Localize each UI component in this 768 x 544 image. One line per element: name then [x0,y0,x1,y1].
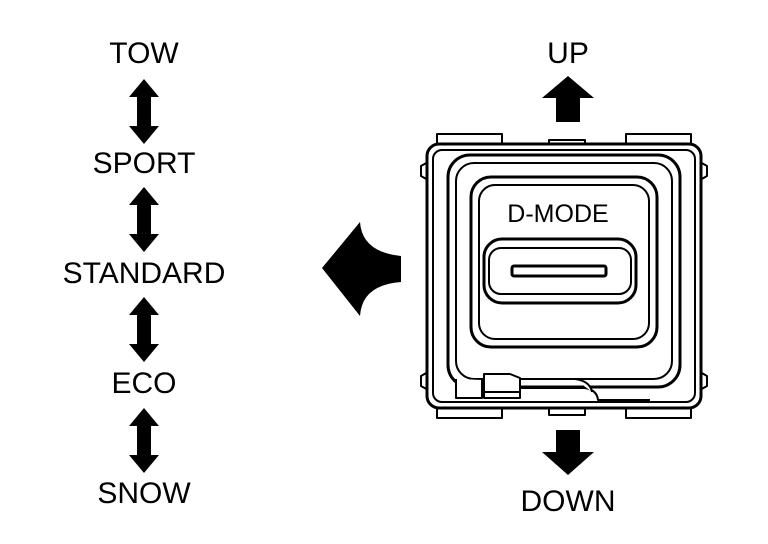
up-indicator: UP [542,37,594,122]
housing-lower-left [455,379,483,399]
mode-label-snow: SNOW [97,477,191,510]
mode-label-sport: SPORT [93,147,196,180]
rocker-slot [510,264,608,278]
switch-label: D-MODE [507,200,608,228]
double-arrow-icon [129,297,159,362]
up-arrow-icon [542,76,594,122]
housing-lower-edge [520,387,650,401]
connector-block [483,373,521,399]
mode-sequence: TOW SPORT STANDARD ECO SNOW [63,37,226,510]
down-label: DOWN [521,485,616,518]
double-arrow-icon [129,187,159,252]
pointer-arrow-icon [322,222,401,316]
mode-label-standard: STANDARD [63,257,226,290]
double-arrow-icon [129,408,159,473]
down-arrow-icon [542,430,594,475]
mode-label-tow: TOW [109,37,179,70]
mode-label-eco: ECO [111,367,176,400]
housing-lower-curve [574,378,593,393]
double-arrow-icon [129,79,159,144]
d-mode-switch: D-MODE [420,133,708,419]
up-label: UP [547,37,589,70]
down-indicator: DOWN [521,430,616,518]
